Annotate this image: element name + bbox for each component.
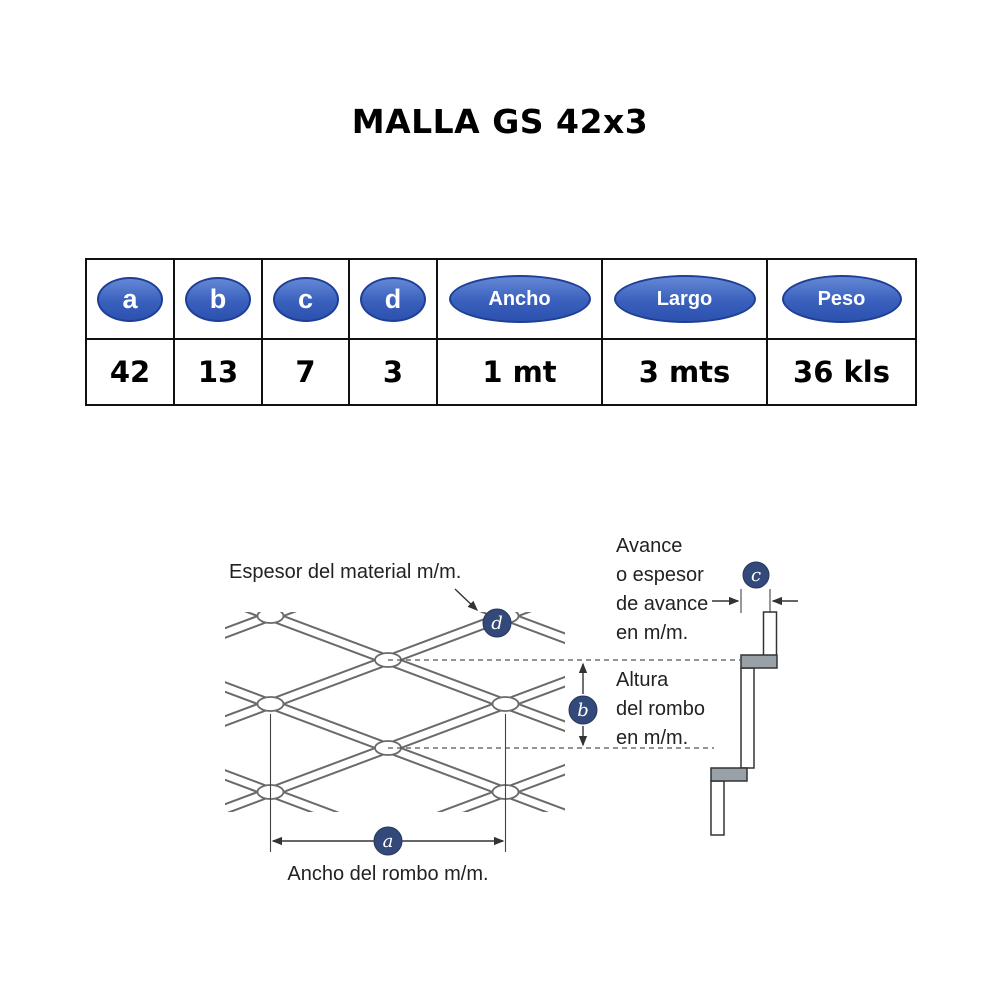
header-cell-a: a [85, 258, 175, 340]
header-ellipse-ancho: Ancho [448, 275, 591, 323]
marker-b-label: b [577, 700, 589, 721]
value-cell-ancho: 1 mt [436, 338, 603, 406]
value-cell-b: 13 [173, 338, 263, 406]
header-label-ancho: Ancho [488, 287, 551, 310]
header-cell-peso: Peso [766, 258, 917, 340]
header-ellipse-c: c [272, 276, 339, 322]
value-cell-a: 42 [85, 338, 175, 406]
altura-line-1: Altura [616, 669, 669, 691]
mesh-strand-fill [225, 612, 565, 812]
value-cell-largo: 3 mts [601, 338, 768, 406]
header-cell-c: c [261, 258, 350, 340]
profile-strand-mid [740, 667, 755, 769]
header-label-d: d [384, 283, 402, 314]
profile-strand-bottom [710, 780, 725, 836]
spec-table: a b c d Ancho Largo Peso 42 13 7 3 1 mt … [85, 258, 917, 406]
header-ellipse-largo: Largo [613, 275, 756, 323]
page-title: MALLA GS 42x3 [351, 102, 649, 141]
avance-line-1: Avance [616, 535, 683, 557]
espesor-leader-arrow [454, 588, 479, 611]
avance-line-3: de avance [616, 593, 709, 615]
value-cell-c: 7 [261, 338, 350, 406]
marker-d-label: d [491, 613, 503, 634]
mesh-knuckles [256, 612, 520, 800]
header-cell-b: b [173, 258, 263, 340]
mesh-drawing [225, 612, 565, 812]
value-cell-d: 3 [348, 338, 438, 406]
marker-c: c [742, 561, 770, 589]
profile-knuckle-top [740, 654, 778, 669]
marker-b: b [568, 695, 598, 725]
header-cell-largo: Largo [601, 258, 768, 340]
side-profile [710, 611, 778, 836]
marker-a-label: a [383, 831, 394, 852]
altura-line-3: en m/m. [616, 727, 689, 749]
avance-line-2: o espesor [616, 564, 704, 586]
header-label-a: a [122, 283, 138, 314]
header-ellipse-d: d [360, 276, 426, 322]
espesor-label: Espesor del material m/m. [229, 561, 462, 583]
header-label-largo: Largo [656, 287, 713, 310]
header-label-peso: Peso [817, 287, 866, 310]
dimension-lines [269, 588, 798, 852]
technical-diagram: d c b a [225, 561, 798, 856]
header-ellipse-a: a [97, 276, 163, 322]
altura-label: Altura del rombo en m/m. [616, 666, 705, 753]
header-ellipse-peso: Peso [781, 275, 902, 323]
avance-label: Avance o espesor de avance en m/m. [616, 532, 708, 648]
mesh-strand-outline [225, 612, 565, 812]
table-value-row: 42 13 7 3 1 mt 3 mts 36 kls [85, 338, 917, 406]
header-label-c: c [297, 283, 314, 314]
header-label-b: b [209, 283, 227, 314]
ancho-label: Ancho del rombo m/m. [287, 863, 489, 885]
header-ellipse-b: b [185, 276, 251, 322]
marker-d: d [482, 608, 512, 638]
header-cell-ancho: Ancho [436, 258, 603, 340]
altura-line-2: del rombo [616, 698, 705, 720]
marker-a: a [373, 826, 403, 856]
profile-knuckle-bottom [710, 767, 748, 782]
avance-line-4: en m/m. [616, 622, 689, 644]
table-header-row: a b c d Ancho Largo Peso [85, 258, 917, 340]
dashed-projection-lines [388, 659, 740, 749]
value-cell-peso: 36 kls [766, 338, 917, 406]
marker-c-label: c [751, 565, 761, 586]
header-cell-d: d [348, 258, 438, 340]
